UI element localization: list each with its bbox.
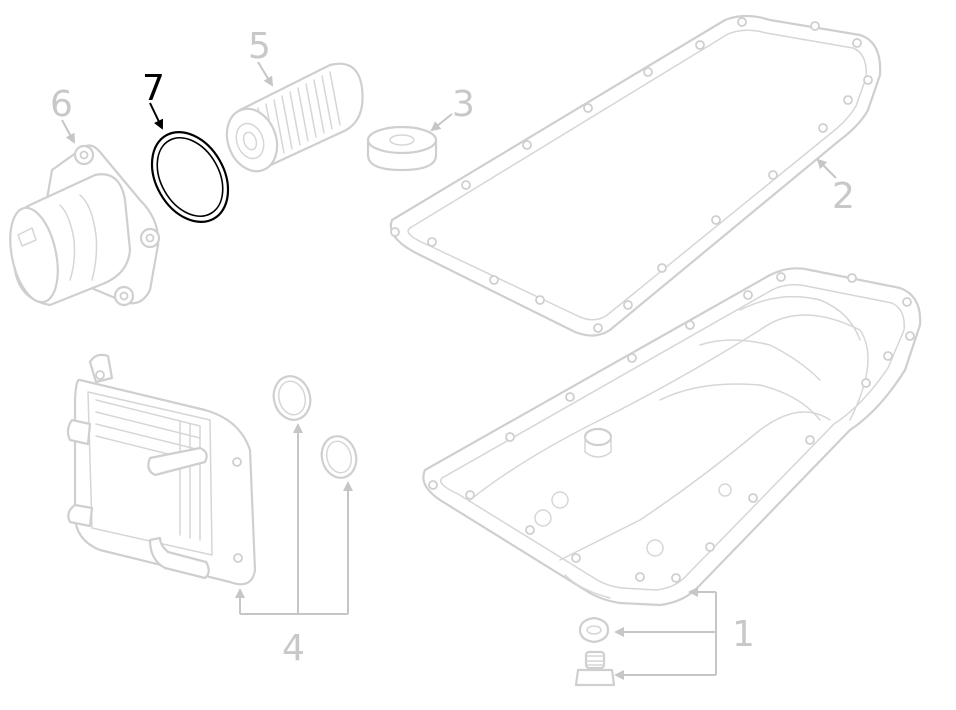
oil-filter-element[interactable] <box>219 62 364 179</box>
cooler-o-ring-lower[interactable] <box>317 432 361 481</box>
callout-2: 2 <box>832 176 855 217</box>
callout-4: 4 <box>282 628 305 669</box>
oil-cooler[interactable] <box>66 353 257 586</box>
oil-pan[interactable] <box>422 267 922 607</box>
callout-7[interactable]: 7 <box>142 68 165 109</box>
callout-3: 3 <box>452 84 475 125</box>
leader-lines <box>61 61 837 680</box>
cooler-o-ring-upper[interactable] <box>269 372 315 424</box>
cover-o-ring[interactable] <box>137 118 244 235</box>
filter-cover[interactable] <box>3 144 161 307</box>
callout-5: 5 <box>248 26 271 67</box>
callout-1: 1 <box>732 614 755 655</box>
drain-plug-washer[interactable] <box>578 616 610 644</box>
filter-seal[interactable] <box>366 125 438 172</box>
callout-6: 6 <box>50 84 73 125</box>
drain-plug[interactable] <box>574 650 616 687</box>
oil-pan-gasket[interactable] <box>389 14 882 337</box>
